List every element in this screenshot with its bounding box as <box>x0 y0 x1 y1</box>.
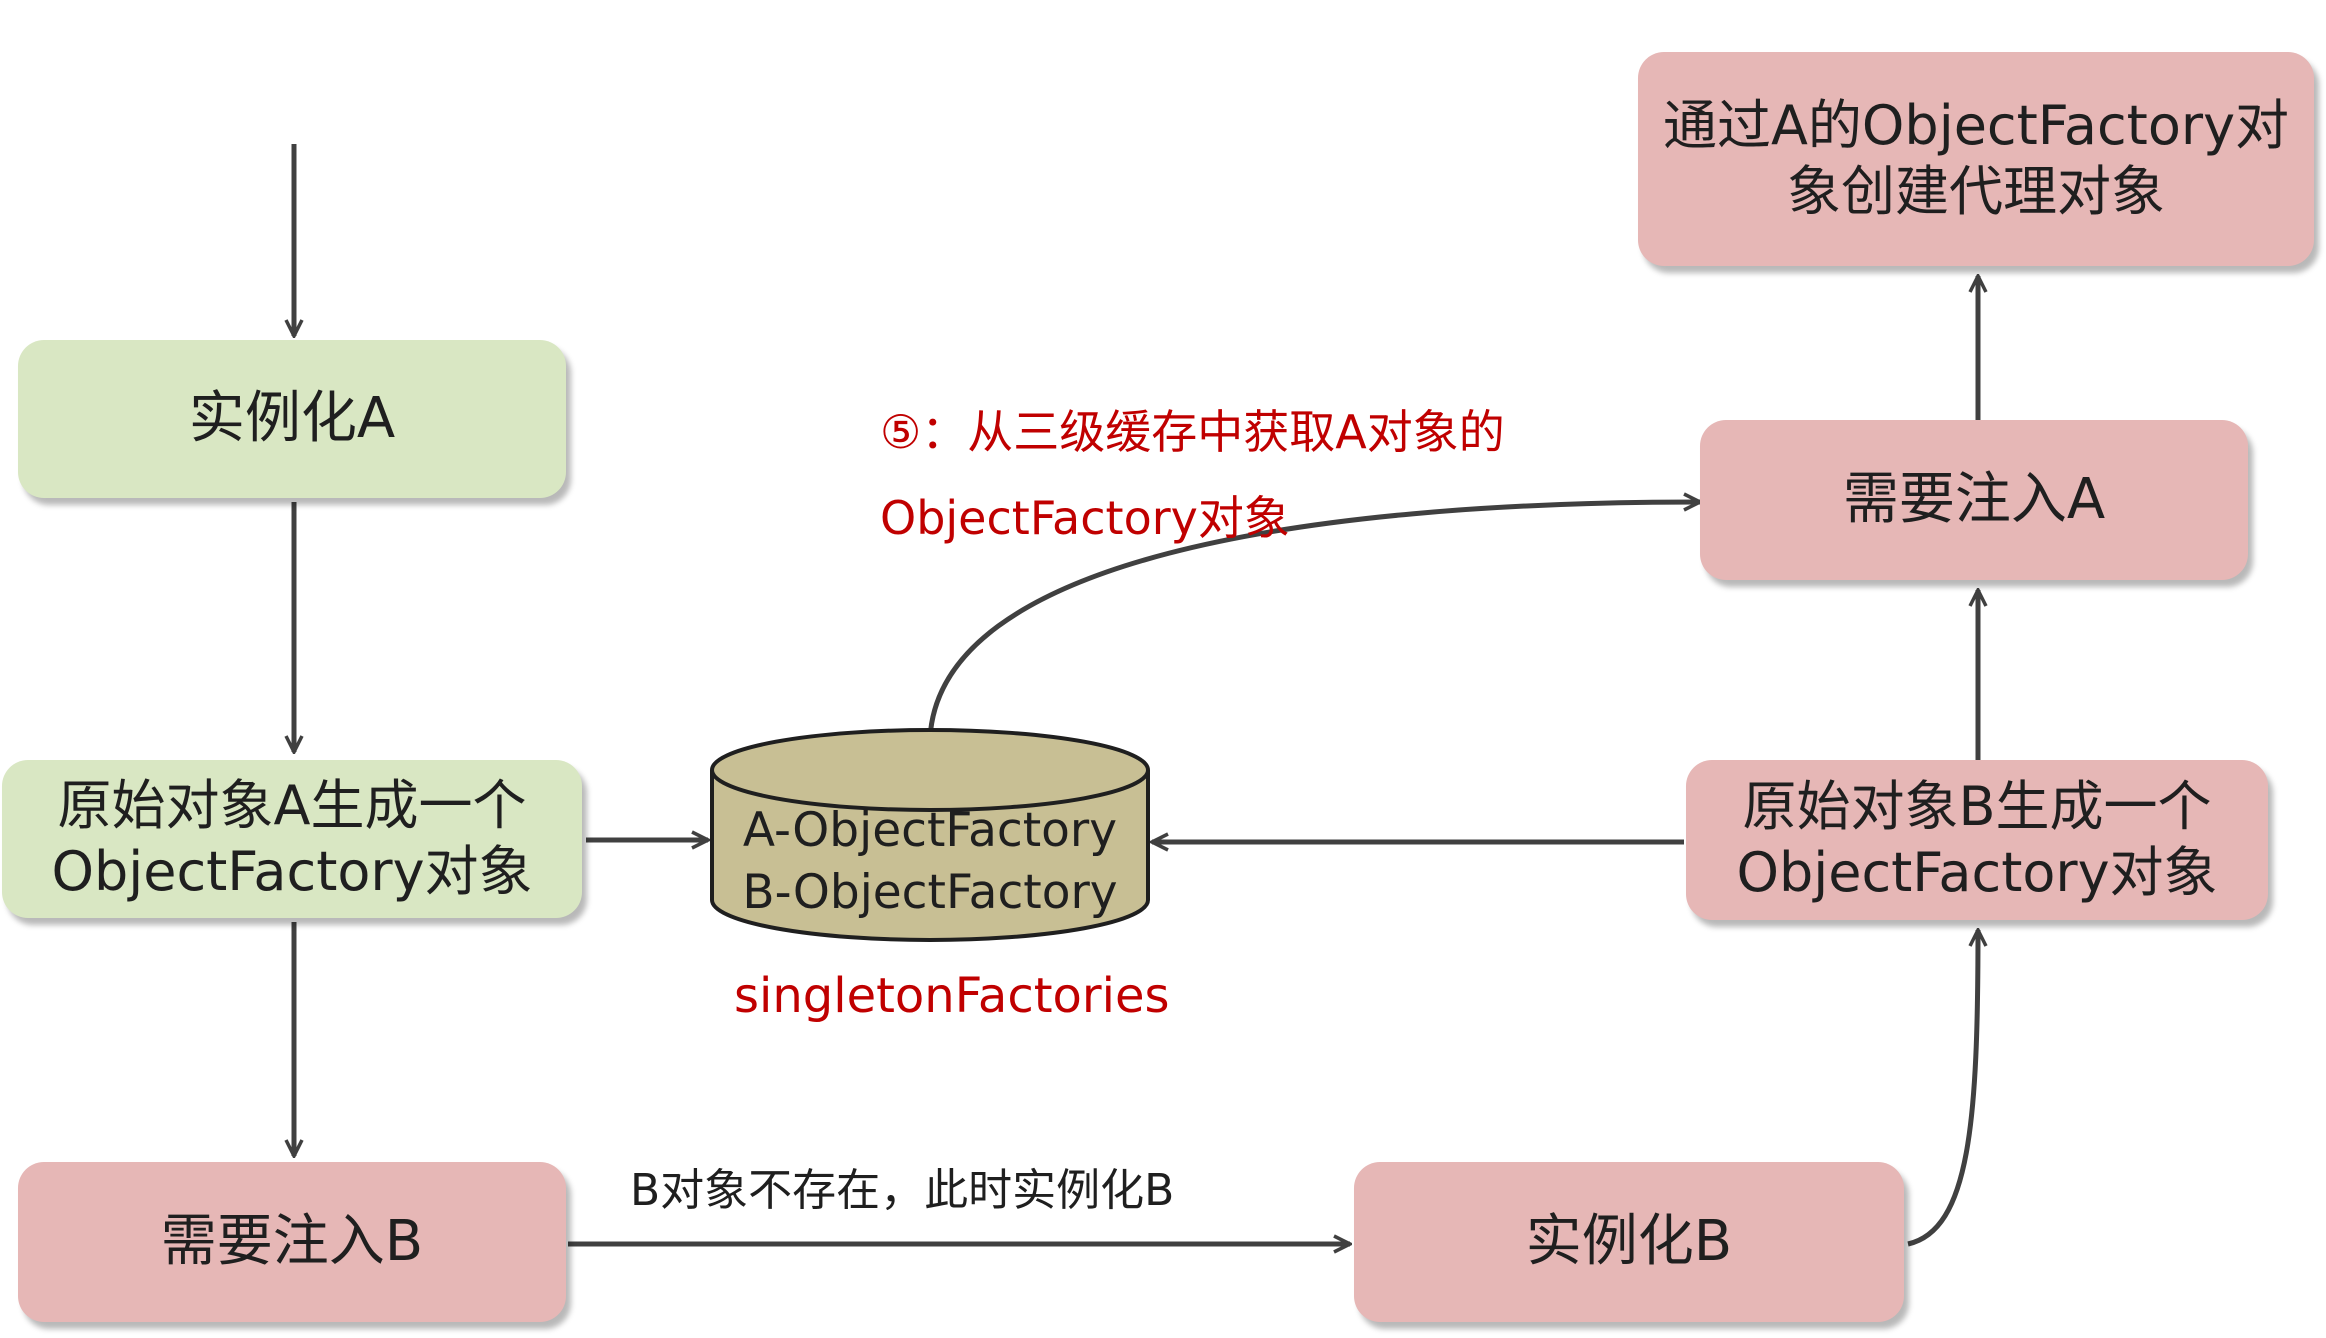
inject-a-label: 需要注入A <box>1842 467 2106 532</box>
create-proxy-label-line2: 象创建代理对象 <box>1787 160 2165 223</box>
object-factory-a-label-line1: 原始对象A生成一个 <box>57 774 527 837</box>
instantiate-b-node: 实例化B <box>1354 1162 1904 1322</box>
instantiate-a-label: 实例化A <box>188 386 396 451</box>
object-factory-b-label-line1: 原始对象B生成一个 <box>1742 775 2212 838</box>
object-factory-a-label-line2: ObjectFactory对象 <box>51 840 533 903</box>
cache-cylinder <box>710 728 1150 942</box>
step5-annotation-line2: ObjectFactory对象 <box>880 491 1290 545</box>
inject-a-node: 需要注入A <box>1700 420 2248 580</box>
object-factory-b-node: 原始对象B生成一个 ObjectFactory对象 <box>1686 760 2268 920</box>
instantiate-a-node: 实例化A <box>18 340 566 498</box>
arrow-instantiate-b-to-factory-b <box>1907 930 1978 1247</box>
cache-entry: A-ObjectFactory <box>742 803 1118 858</box>
cache-entry: B-ObjectFactory <box>742 865 1118 920</box>
instantiate-b-label: 实例化B <box>1525 1209 1733 1274</box>
object-factory-a-node: 原始对象A生成一个 ObjectFactory对象 <box>2 760 582 918</box>
cache-name-label: singletonFactories <box>734 968 1170 1024</box>
create-proxy-node: 通过A的ObjectFactory对 象创建代理对象 <box>1638 52 2314 266</box>
step5-annotation-line1: ⑤：从三级缓存中获取A对象的 <box>880 405 1505 459</box>
arrow-cache-to-inject-a <box>927 502 1700 739</box>
cache-entries: A-ObjectFactory B-ObjectFactory <box>712 800 1148 924</box>
b-not-exist-annotation: B对象不存在，此时实例化B <box>630 1165 1175 1216</box>
inject-b-label: 需要注入B <box>160 1209 424 1274</box>
object-factory-b-label-line2: ObjectFactory对象 <box>1736 841 2218 904</box>
create-proxy-label-line1: 通过A的ObjectFactory对 <box>1662 94 2290 157</box>
inject-b-node: 需要注入B <box>18 1162 566 1322</box>
